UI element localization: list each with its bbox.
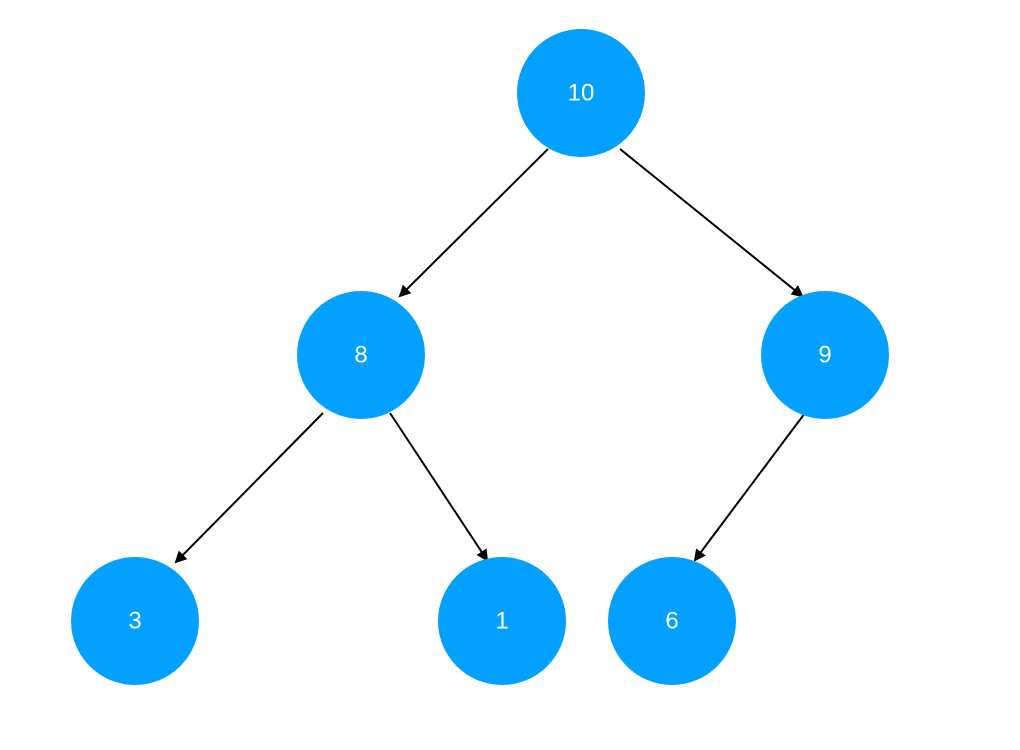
tree-node-9: 9 [761,291,889,419]
node-circle [608,557,736,685]
tree-node-1: 1 [438,557,566,685]
node-circle [438,557,566,685]
node-circle [761,291,889,419]
node-circle [71,557,199,685]
edge-10-to-9 [619,148,804,298]
tree-node-3: 3 [71,557,199,685]
node-label: 6 [665,608,678,635]
tree-node-6: 6 [608,557,736,685]
node-label: 10 [568,80,595,107]
edge-8-to-1 [389,412,489,562]
edges-layer [174,148,806,564]
node-circle [297,291,425,419]
edge-8-to-3 [174,412,324,564]
edge-10-to-8 [398,148,549,298]
node-label: 8 [354,342,367,369]
node-circle [517,29,645,157]
node-label: 9 [818,342,831,369]
nodes-layer: 10 8 9 3 1 6 [71,29,889,685]
tree-node-8: 8 [297,291,425,419]
node-label: 1 [495,608,508,635]
tree-node-10: 10 [517,29,645,157]
edge-9-to-6 [693,412,806,562]
node-label: 3 [128,608,141,635]
